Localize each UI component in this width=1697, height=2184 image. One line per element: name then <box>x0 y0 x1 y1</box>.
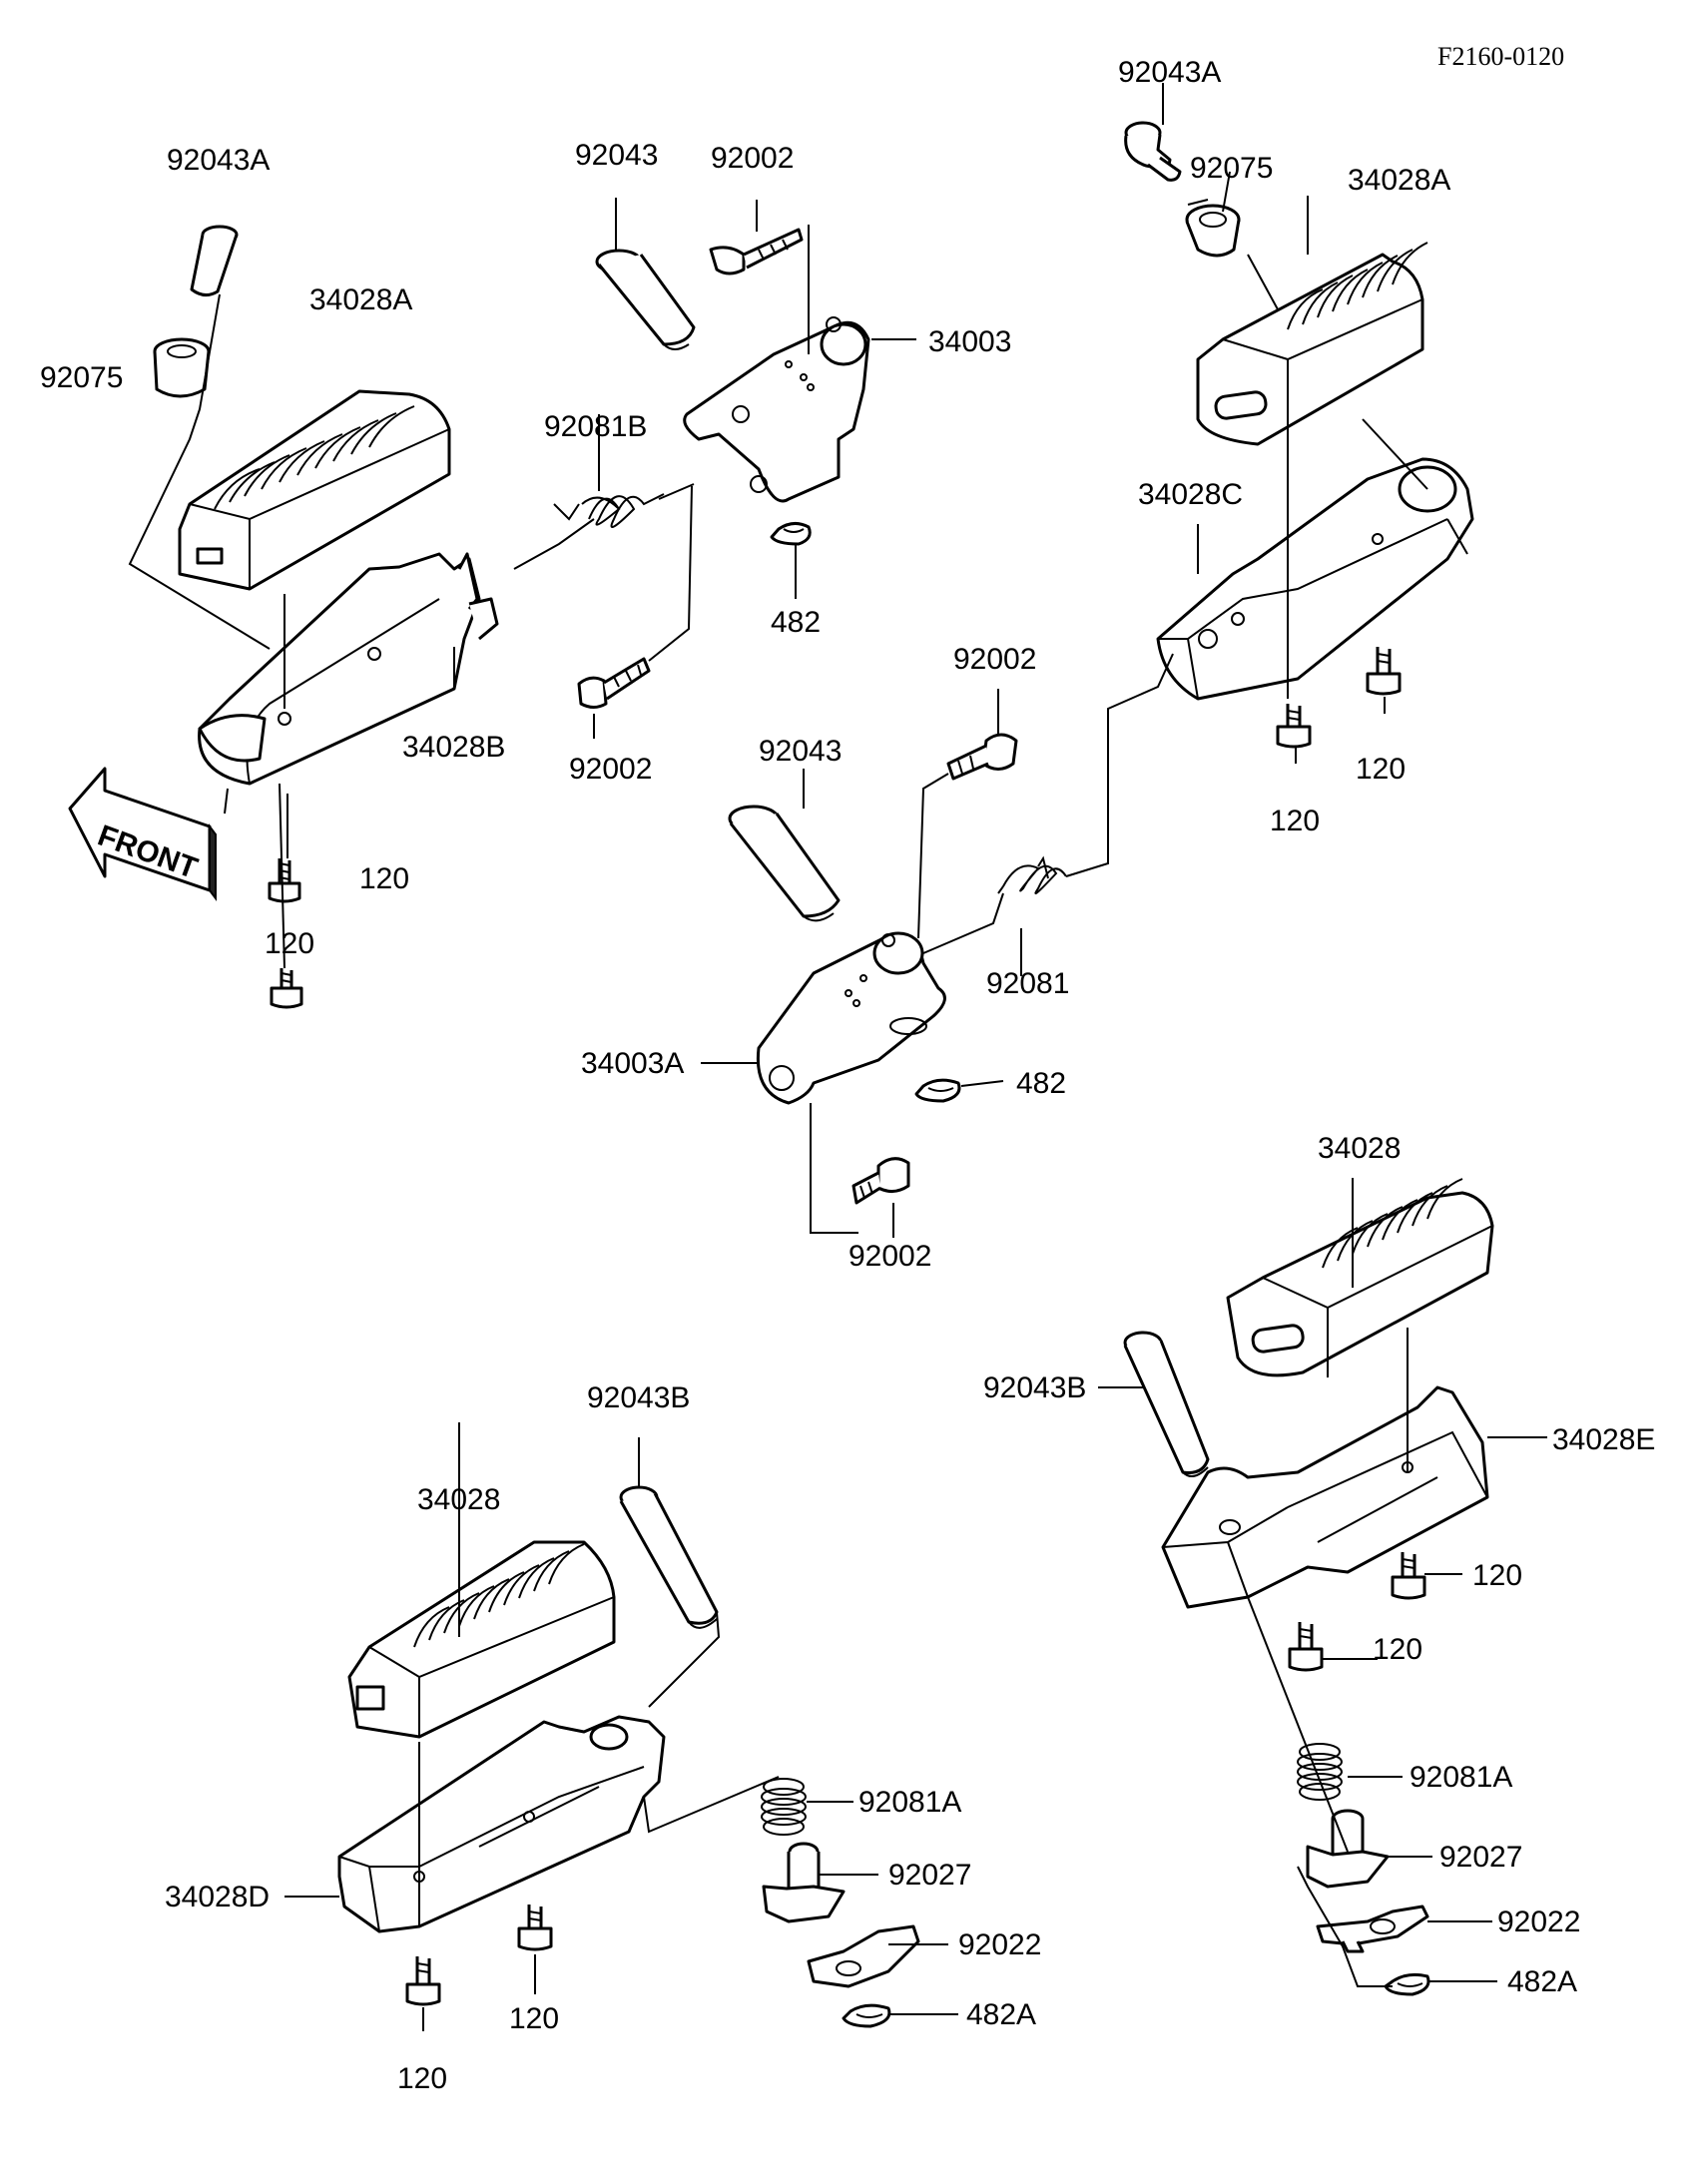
circlip-482-b-part <box>914 1078 961 1103</box>
bushing-92075-b-part <box>1185 204 1241 258</box>
bolt-92002-a-part <box>709 228 804 275</box>
label-92043A-2: 92043A <box>1118 56 1221 89</box>
rubber-34028-b-part <box>1226 1178 1494 1377</box>
plunger-92027-a-part <box>762 1842 846 1923</box>
plate-92022-b-part <box>1316 1905 1429 1953</box>
callout-labels: 92043A 92075 34028A 34028B 120 120 92043… <box>40 56 1655 2095</box>
front-arrow-icon: FRONT <box>68 767 217 901</box>
screw-120-a-part <box>268 858 301 903</box>
plate-92022-a-part <box>807 1924 920 1988</box>
clip-482A-a-part <box>842 2003 891 2028</box>
label-92081B: 92081B <box>544 410 647 443</box>
label-34003: 34003 <box>928 325 1011 358</box>
front-bracket-group <box>513 198 916 739</box>
bushing-92075-part <box>153 337 211 398</box>
rear-left-footpeg-group <box>284 1422 958 2031</box>
label-92081A-2: 92081A <box>858 1786 961 1819</box>
label-92075-1: 92075 <box>40 361 123 394</box>
label-92081A-1: 92081A <box>1410 1761 1512 1794</box>
label-92002-2: 92002 <box>569 753 652 786</box>
spring-92081-part <box>997 855 1067 894</box>
label-34028C: 34028C <box>1138 478 1243 511</box>
middle-bracket-group <box>701 653 1174 1238</box>
front-left-footpeg-group <box>128 225 499 1009</box>
label-92043-2: 92043 <box>759 735 842 768</box>
label-120-g: 120 <box>509 2002 559 2035</box>
rubber-34028A-b-part <box>1196 242 1428 446</box>
label-92043-1: 92043 <box>575 139 658 172</box>
label-34028-2: 34028 <box>417 1483 500 1516</box>
label-92043B-1: 92043B <box>983 1371 1086 1404</box>
label-482A-1: 482A <box>1507 1965 1577 1998</box>
rear-right-footpeg-group <box>1098 1178 1547 1996</box>
pin-92043-part <box>595 249 696 350</box>
label-92027-1: 92027 <box>1439 1841 1522 1874</box>
label-34028D: 34028D <box>165 1881 270 1913</box>
screw-120-f-part <box>1288 1622 1324 1672</box>
label-482-1: 482 <box>771 606 821 639</box>
bracket-34003A-part <box>756 931 946 1105</box>
label-120-e: 120 <box>1472 1559 1522 1592</box>
spring-92081B-part <box>553 493 665 528</box>
label-34028E: 34028E <box>1552 1423 1655 1456</box>
label-482-2: 482 <box>1016 1067 1066 1100</box>
label-482A-2: 482A <box>966 1998 1036 2031</box>
bolt-92002-d-part <box>851 1157 910 1205</box>
label-34028A-1: 34028A <box>309 283 412 316</box>
peg-body-34028E-part <box>1161 1385 1489 1609</box>
label-92002-4: 92002 <box>848 1240 931 1273</box>
label-92081: 92081 <box>986 967 1069 1000</box>
label-34028A-2: 34028A <box>1348 164 1450 197</box>
label-120-c: 120 <box>1356 753 1406 786</box>
label-34028-1: 34028 <box>1318 1132 1401 1165</box>
label-92027-2: 92027 <box>888 1859 971 1892</box>
screw-120-h-part <box>405 1956 441 2006</box>
front-right-footpeg-group <box>1124 83 1474 764</box>
screw-120-e-part <box>1391 1552 1426 1600</box>
screw-120-g-part <box>517 1905 553 1951</box>
rubber-34028A-part <box>178 389 451 591</box>
pin-92043A-part <box>190 225 239 296</box>
label-34028B: 34028B <box>402 731 505 764</box>
pin-92043B-a-part <box>619 1485 719 1629</box>
bolt-92002-b-part <box>577 657 651 709</box>
label-92022-2: 92022 <box>958 1928 1041 1961</box>
label-92002-1: 92002 <box>711 142 794 175</box>
label-92075-2: 92075 <box>1190 152 1273 185</box>
spring-92081A-b-part <box>1297 1743 1343 1801</box>
peg-body-34028B-part <box>198 552 499 786</box>
label-120-h: 120 <box>397 2062 447 2095</box>
label-92022-1: 92022 <box>1497 1906 1580 1938</box>
screw-120-c-part <box>1366 647 1402 696</box>
peg-body-34028D-part <box>337 1715 666 1933</box>
label-120-a: 120 <box>359 862 409 895</box>
label-120-b: 120 <box>265 927 314 960</box>
spring-92081A-a-part <box>761 1778 807 1836</box>
bracket-34003-part <box>683 316 870 503</box>
rubber-34028-a-part <box>347 1540 616 1739</box>
clip-482A-b-part <box>1384 1972 1430 1996</box>
drawing-reference: F2160-0120 <box>1437 42 1564 71</box>
screw-120-b-part <box>270 968 303 1009</box>
pin-92043B-b-part <box>1123 1331 1210 1477</box>
circlip-482-a-part <box>770 522 812 546</box>
bolt-92002-c-part <box>946 733 1018 781</box>
label-92002-3: 92002 <box>953 643 1036 676</box>
label-120-f: 120 <box>1373 1633 1422 1666</box>
pin-92043-b-part <box>728 805 841 922</box>
screw-120-d-part <box>1276 704 1312 749</box>
label-120-d: 120 <box>1270 805 1320 837</box>
label-34003A: 34003A <box>581 1047 684 1080</box>
label-92043B-2: 92043B <box>587 1381 690 1414</box>
label-92043A-1: 92043A <box>167 144 270 177</box>
pin-92043A-b-part <box>1124 121 1182 182</box>
plunger-92027-b-part <box>1306 1809 1390 1889</box>
